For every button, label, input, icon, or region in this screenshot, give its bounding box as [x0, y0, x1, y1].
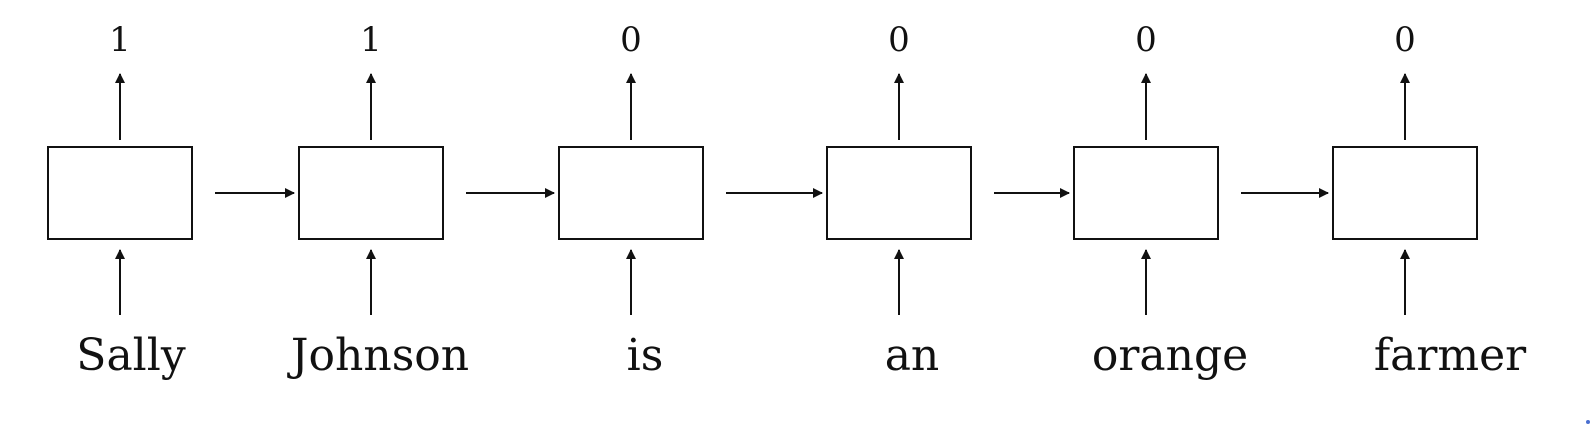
input-word: an [884, 330, 940, 381]
output-label: 0 [620, 20, 642, 60]
output-label: 0 [888, 20, 910, 60]
rnn-cell [47, 146, 193, 240]
rnn-cell [558, 146, 704, 240]
output-label: 1 [109, 20, 131, 60]
corner-dot [1586, 420, 1590, 424]
output-label: 0 [1394, 20, 1416, 60]
input-word: farmer [1373, 330, 1527, 381]
rnn-cell [298, 146, 444, 240]
input-word: Johnson [290, 330, 470, 381]
output-label: 1 [360, 20, 382, 60]
input-word: Sally [76, 330, 186, 381]
rnn-cell [1332, 146, 1478, 240]
output-label: 0 [1135, 20, 1157, 60]
input-word: is [626, 330, 664, 381]
input-word: orange [1091, 330, 1249, 381]
rnn-cell [826, 146, 972, 240]
rnn-cell [1073, 146, 1219, 240]
